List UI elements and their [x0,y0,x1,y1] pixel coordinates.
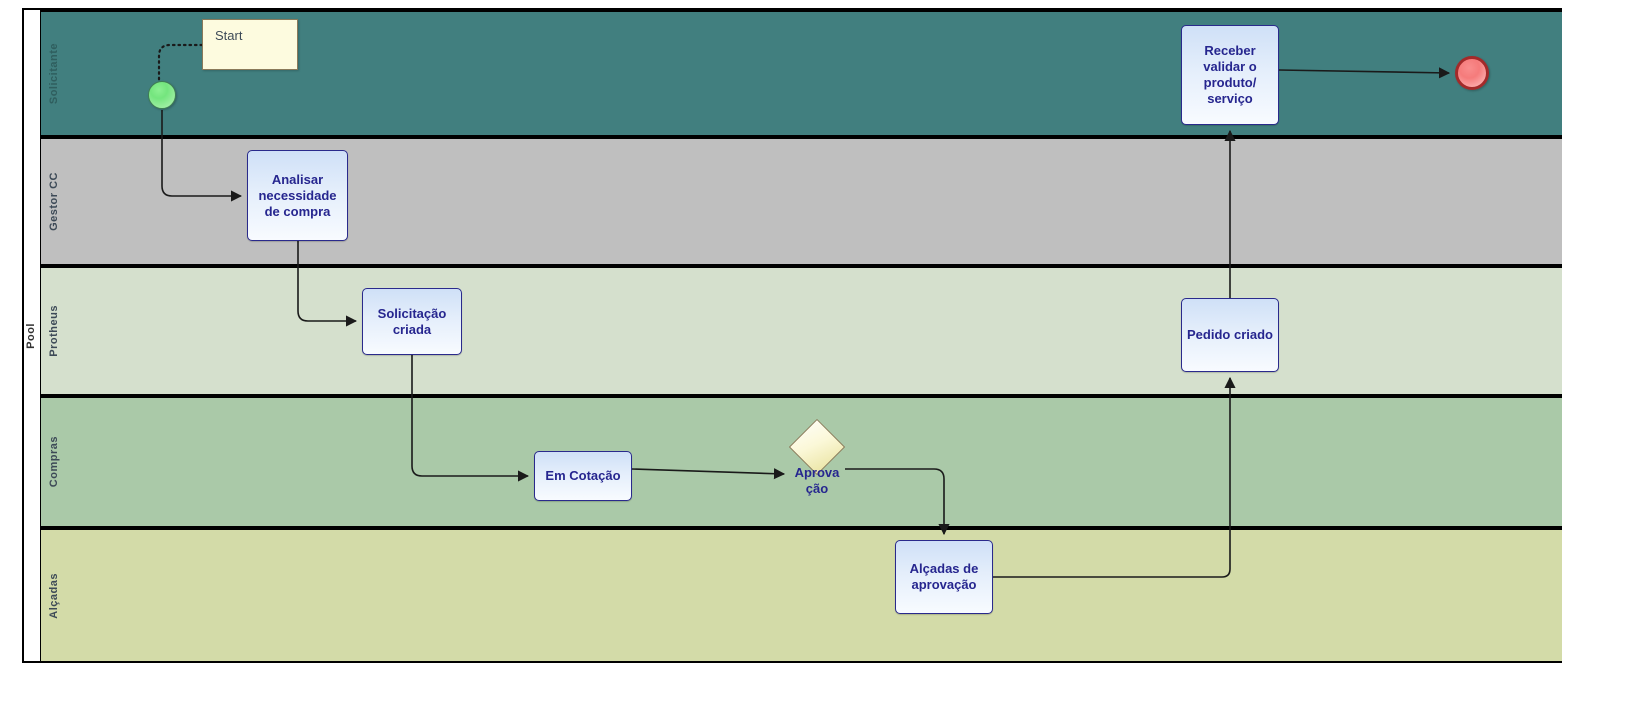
flow-receber-to-end [1278,67,1451,79]
task-solicitacao-criada[interactable]: Solicitação criada [362,288,462,355]
gateway-diamond-icon [789,419,845,475]
start-note[interactable]: Start [202,19,298,70]
flow-aprovacao-to-alcadas [845,468,950,536]
flow-start-to-analisar [161,110,243,202]
start-note-label: Start [215,28,243,43]
end-event[interactable] [1455,56,1489,90]
flow-alcadas-to-pedido [993,376,1236,578]
flow-analisar-to-solicitacao [297,241,358,327]
task-analisar-necessidade-de-compra[interactable]: Analisar necessidade de compra [247,150,348,241]
start-event[interactable] [148,81,176,109]
task-receber-validar-produto-servico[interactable]: Receber validar o produto/ serviço [1181,25,1279,125]
task-pedido-criado[interactable]: Pedido criado [1181,298,1279,372]
task-em-cotacao[interactable]: Em Cotação [534,451,632,501]
flow-cotacao-to-aprovacao [631,468,786,480]
gateway-aprovacao[interactable]: Aprova ção [789,419,845,496]
lane-protheus[interactable]: Protheus [40,266,1562,396]
lane-alcadas[interactable]: Alçadas [40,528,1562,663]
lane-compras[interactable]: Compras [40,396,1562,528]
flow-solicitacao-to-cotacao [411,355,530,482]
association-note-to-start [157,43,204,83]
gateway-aprovacao-label: Aprova ção [794,465,840,496]
task-alcadas-de-aprovacao[interactable]: Alçadas de aprovação [895,540,993,614]
